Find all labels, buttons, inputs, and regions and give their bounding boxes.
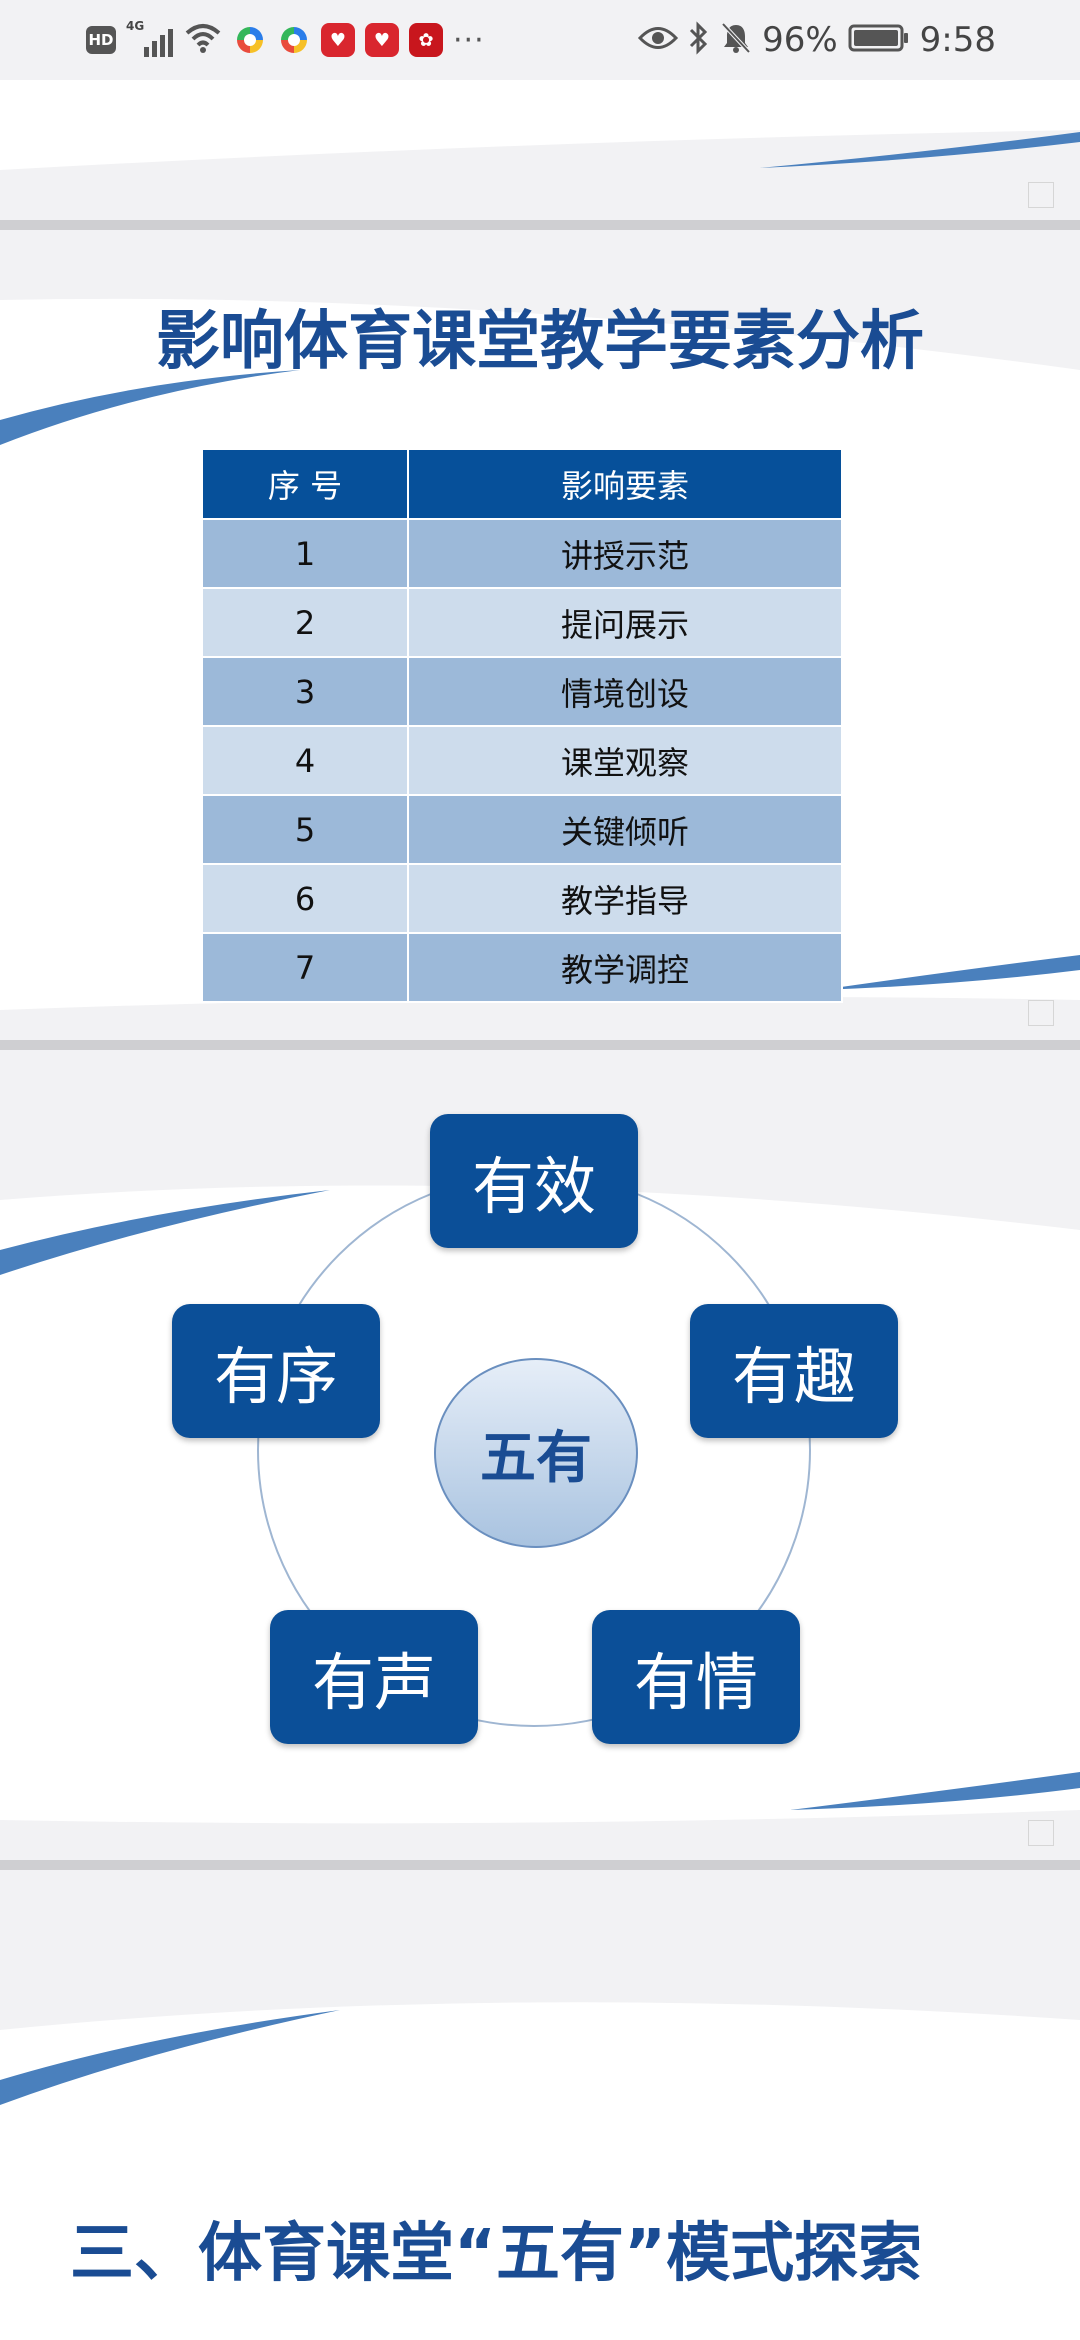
network-type-label: 4G	[126, 19, 145, 33]
column-header-factor: 影响要素	[407, 448, 843, 520]
app-icon: ♥	[365, 23, 399, 57]
status-left: HD 4G ♥ ♥ ✿ ···	[86, 18, 485, 62]
slide-corner-mark	[1028, 182, 1054, 208]
app-icon: ✿	[409, 23, 443, 57]
app-icon: ♥	[321, 23, 355, 57]
node-youqing: 有情	[592, 1610, 800, 1744]
hd-icon: HD	[86, 26, 116, 54]
bell-off-icon	[720, 21, 752, 59]
signal-icon: 4G	[126, 19, 173, 57]
node-youxu: 有序	[172, 1304, 380, 1438]
slide-corner-mark	[1028, 1820, 1054, 1846]
status-right: 96% 9:58	[637, 18, 996, 62]
wifi-icon	[183, 21, 223, 59]
table-row: 3 情境创设	[201, 656, 843, 727]
app-icon	[233, 23, 267, 57]
section-title: 三、体育课堂“五有”模式探索	[70, 2217, 923, 2291]
battery-percent: 96%	[762, 20, 838, 60]
battery-icon	[848, 23, 910, 57]
eye-icon	[637, 23, 679, 57]
factors-table: 序 号 影响要素 1 讲授示范 2 提问展示 3 情境创设 4 课堂观察 5	[201, 448, 843, 1003]
row-factor: 教学调控	[407, 932, 843, 1003]
slide-divider	[0, 220, 1080, 230]
row-factor: 讲授示范	[407, 518, 843, 589]
row-number: 6	[201, 863, 409, 934]
slide-decoration	[0, 2002, 1080, 2340]
table-row: 6 教学指导	[201, 863, 843, 934]
table-row: 4 课堂观察	[201, 725, 843, 796]
table-header-row: 序 号 影响要素	[201, 448, 843, 520]
row-number: 4	[201, 725, 409, 796]
app-icon	[277, 23, 311, 57]
slide-title: 影响体育课堂教学要素分析	[156, 305, 924, 379]
node-yousheng: 有声	[270, 1610, 478, 1744]
slide-section[interactable]: 三、体育课堂“五有”模式探索	[0, 1870, 1080, 2340]
table-row: 7 教学调控	[201, 932, 843, 1003]
row-number: 1	[201, 518, 409, 589]
row-factor: 教学指导	[407, 863, 843, 934]
slide-wuyou[interactable]: 有效 有趣 有情 有声 有序 五有	[0, 1050, 1080, 1860]
node-youqu: 有趣	[690, 1304, 898, 1438]
row-number: 5	[201, 794, 409, 865]
row-number: 2	[201, 587, 409, 658]
clock: 9:58	[919, 20, 996, 60]
row-factor: 关键倾听	[407, 794, 843, 865]
slide-corner-mark	[1028, 1000, 1054, 1026]
bluetooth-icon	[688, 21, 710, 59]
status-bar: HD 4G ♥ ♥ ✿ ··· 96%	[0, 0, 1080, 80]
node-youxiao: 有效	[430, 1114, 638, 1248]
row-factor: 课堂观察	[407, 725, 843, 796]
table-row: 2 提问展示	[201, 587, 843, 658]
slide-factors[interactable]: 影响体育课堂教学要素分析 序 号 影响要素 1 讲授示范 2 提问展示 3 情境…	[0, 230, 1080, 1040]
slide-partial-top[interactable]	[0, 80, 1080, 220]
table-row: 1 讲授示范	[201, 518, 843, 589]
slide-divider	[0, 1860, 1080, 1870]
row-number: 3	[201, 656, 409, 727]
more-notifications-icon: ···	[453, 22, 485, 58]
center-node: 五有	[434, 1358, 638, 1548]
row-number: 7	[201, 932, 409, 1003]
slide-decoration	[0, 130, 1080, 220]
slide-divider	[0, 1040, 1080, 1050]
row-factor: 提问展示	[407, 587, 843, 658]
column-header-number: 序 号	[201, 448, 409, 520]
row-factor: 情境创设	[407, 656, 843, 727]
table-row: 5 关键倾听	[201, 794, 843, 865]
